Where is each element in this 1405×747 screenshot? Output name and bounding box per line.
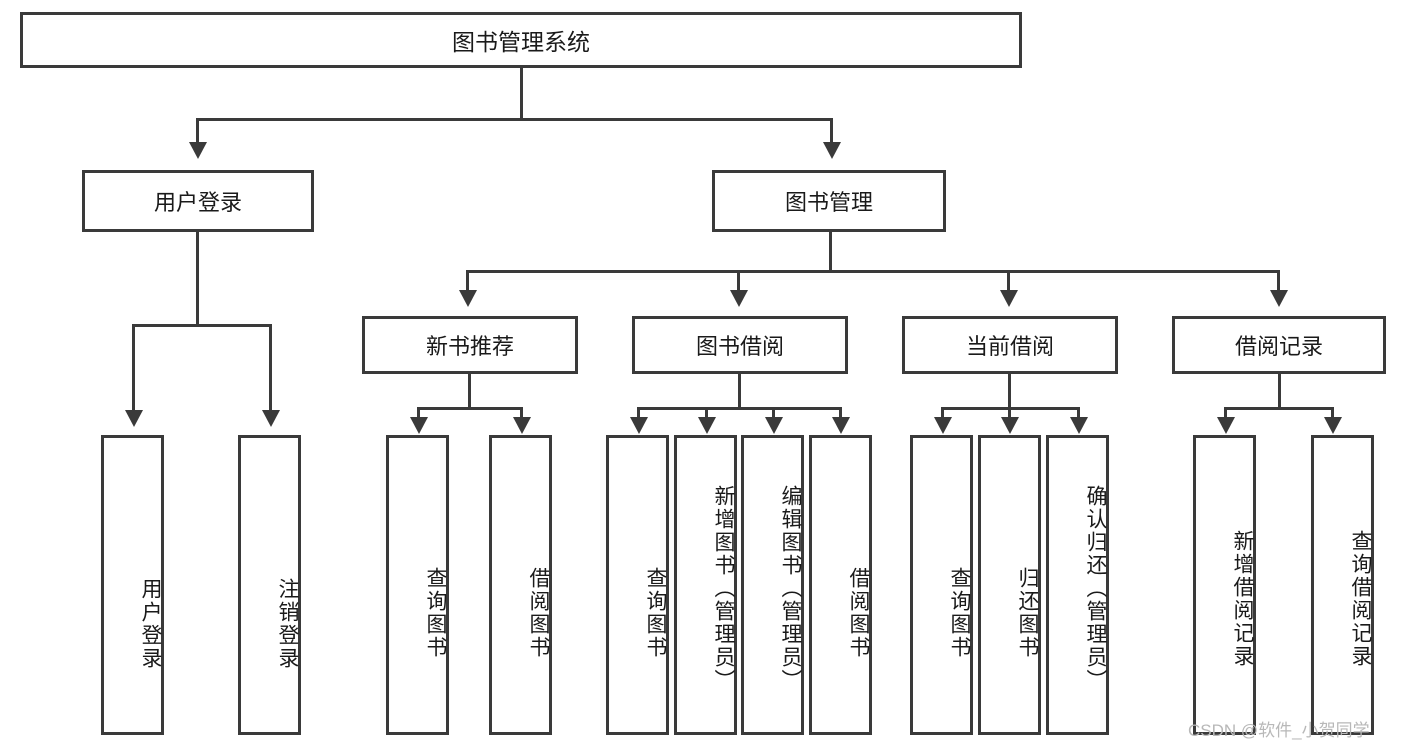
connector-record-bus bbox=[1224, 407, 1334, 410]
connector-current-drop-2 bbox=[1008, 407, 1011, 419]
node-label: 注销登录 bbox=[276, 578, 299, 670]
node-label: 新增图书（管理员） bbox=[712, 484, 735, 692]
arrow-to-leaf-current-query bbox=[934, 417, 952, 434]
node-label: 图书管理系统 bbox=[452, 29, 590, 55]
node-label: 借阅记录 bbox=[1234, 334, 1323, 359]
arrow-to-leaf-current-confirm bbox=[1070, 417, 1088, 434]
leaf-record-add[interactable]: 新增借阅记录 bbox=[1193, 435, 1256, 735]
arrow-to-leaf-logout bbox=[262, 410, 280, 427]
node-label: 借阅图书 bbox=[847, 567, 870, 659]
node-label: 编辑图书（管理员） bbox=[779, 484, 802, 692]
connector-current-stem bbox=[1008, 374, 1011, 407]
node-label: 当前借阅 bbox=[965, 334, 1054, 359]
arrow-to-leaf-recommend-borrow bbox=[513, 417, 531, 434]
arrow-to-leaf-current-return bbox=[1001, 417, 1019, 434]
arrow-to-user-login bbox=[189, 142, 207, 159]
connector-bookmgmt-stem bbox=[829, 232, 832, 270]
node-label: 图书借阅 bbox=[695, 334, 784, 359]
connector-current-drop-1 bbox=[941, 407, 944, 419]
node-user-login[interactable]: 用户登录 bbox=[82, 170, 314, 232]
connector-bookmgmt-drop-4 bbox=[1277, 270, 1280, 292]
leaf-logout[interactable]: 注销登录 bbox=[238, 435, 301, 735]
connector-bookmgmt-drop-2 bbox=[737, 270, 740, 292]
leaf-recommend-borrow-book[interactable]: 借阅图书 bbox=[489, 435, 552, 735]
connector-bookmgmt-drop-3 bbox=[1007, 270, 1010, 292]
arrow-to-current-borrow bbox=[1000, 290, 1018, 307]
node-label: 查询图书 bbox=[424, 567, 447, 659]
connector-borrow-drop-3 bbox=[772, 407, 775, 419]
connector-root-drop-1 bbox=[196, 118, 199, 144]
connector-current-drop-3 bbox=[1077, 407, 1080, 419]
node-label: 归还图书 bbox=[1016, 567, 1039, 659]
connector-bookmgmt-bus bbox=[466, 270, 1280, 273]
node-label: 用户登录 bbox=[153, 190, 242, 215]
connector-record-drop-1 bbox=[1224, 407, 1227, 419]
node-label: 用户登录 bbox=[139, 578, 162, 670]
connector-userlogin-bus bbox=[132, 324, 272, 327]
connector-root-stem bbox=[520, 68, 523, 118]
leaf-recommend-query-book[interactable]: 查询图书 bbox=[386, 435, 449, 735]
connector-record-drop-2 bbox=[1331, 407, 1334, 419]
arrow-to-leaf-recommend-query bbox=[410, 417, 428, 434]
leaf-borrow-lend-book[interactable]: 借阅图书 bbox=[809, 435, 872, 735]
node-label: 借阅图书 bbox=[527, 567, 550, 659]
connector-recommend-drop-1 bbox=[417, 407, 420, 419]
node-label: 查询图书 bbox=[644, 567, 667, 659]
leaf-current-confirm-return-admin[interactable]: 确认归还（管理员） bbox=[1046, 435, 1109, 735]
connector-borrow-drop-1 bbox=[637, 407, 640, 419]
node-label: 新增借阅记录 bbox=[1231, 530, 1254, 668]
leaf-user-login[interactable]: 用户登录 bbox=[101, 435, 164, 735]
connector-borrow-bus bbox=[637, 407, 842, 410]
connector-recommend-stem bbox=[468, 374, 471, 407]
connector-userlogin-stem bbox=[196, 232, 199, 324]
arrow-to-book-management bbox=[823, 142, 841, 159]
leaf-borrow-query-book[interactable]: 查询图书 bbox=[606, 435, 669, 735]
node-borrow-record[interactable]: 借阅记录 bbox=[1172, 316, 1386, 374]
connector-borrow-stem bbox=[738, 374, 741, 407]
arrow-to-leaf-borrow-lend bbox=[832, 417, 850, 434]
arrow-to-leaf-borrow-query bbox=[630, 417, 648, 434]
leaf-current-query-book[interactable]: 查询图书 bbox=[910, 435, 973, 735]
arrow-to-leaf-record-add bbox=[1217, 417, 1235, 434]
watermark-text: CSDN @软件_小贺同学 bbox=[1188, 721, 1370, 740]
node-label: 图书管理 bbox=[784, 190, 873, 215]
leaf-record-query[interactable]: 查询借阅记录 bbox=[1311, 435, 1374, 735]
node-label: 查询图书 bbox=[948, 567, 971, 659]
leaf-borrow-edit-book-admin[interactable]: 编辑图书（管理员） bbox=[741, 435, 804, 735]
connector-root-bus bbox=[196, 118, 833, 121]
connector-root-drop-2 bbox=[830, 118, 833, 144]
arrow-to-borrow-record bbox=[1270, 290, 1288, 307]
leaf-borrow-add-book-admin[interactable]: 新增图书（管理员） bbox=[674, 435, 737, 735]
node-current-borrow[interactable]: 当前借阅 bbox=[902, 316, 1118, 374]
connector-recommend-drop-2 bbox=[520, 407, 523, 419]
node-root-system[interactable]: 图书管理系统 bbox=[20, 12, 1022, 68]
arrow-to-leaf-record-query bbox=[1324, 417, 1342, 434]
node-book-management[interactable]: 图书管理 bbox=[712, 170, 946, 232]
node-label: 确认归还（管理员） bbox=[1084, 484, 1107, 692]
connector-userlogin-drop-2 bbox=[269, 324, 272, 412]
connector-borrow-drop-4 bbox=[839, 407, 842, 419]
node-label: 查询借阅记录 bbox=[1349, 530, 1372, 668]
arrow-to-new-book-recommend bbox=[459, 290, 477, 307]
arrow-to-leaf-borrow-edit bbox=[765, 417, 783, 434]
node-new-book-recommend[interactable]: 新书推荐 bbox=[362, 316, 578, 374]
leaf-current-return-book[interactable]: 归还图书 bbox=[978, 435, 1041, 735]
connector-borrow-drop-2 bbox=[705, 407, 708, 419]
arrow-to-book-borrow bbox=[730, 290, 748, 307]
node-label: 新书推荐 bbox=[425, 334, 514, 359]
connector-recommend-bus bbox=[417, 407, 523, 410]
connector-userlogin-drop-1 bbox=[132, 324, 135, 412]
arrow-to-leaf-user-login bbox=[125, 410, 143, 427]
arrow-to-leaf-borrow-add bbox=[698, 417, 716, 434]
node-book-borrow[interactable]: 图书借阅 bbox=[632, 316, 848, 374]
connector-bookmgmt-drop-1 bbox=[466, 270, 469, 292]
connector-record-stem bbox=[1278, 374, 1281, 407]
